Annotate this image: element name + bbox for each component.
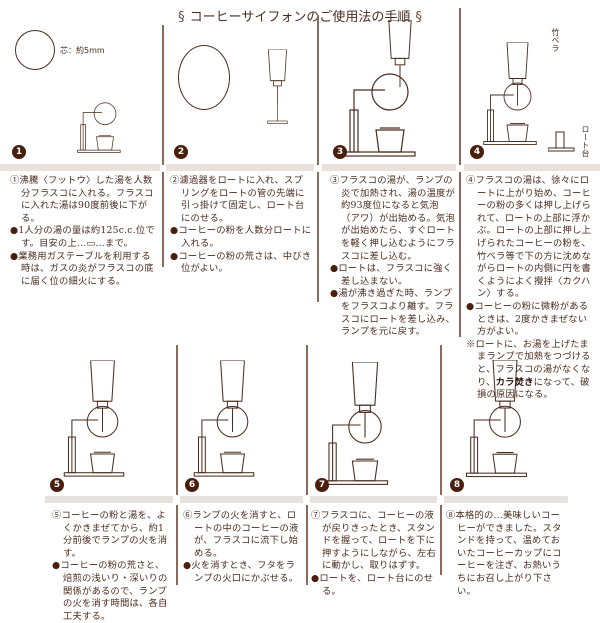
spatula-label: 竹ベラ bbox=[551, 28, 560, 52]
step-bullet: コーヒーの粉に微粉があるときは、2度かきまぜない方がよい。 bbox=[474, 300, 589, 338]
divider bbox=[440, 505, 442, 575]
pouring-coffee-illustration bbox=[455, 360, 555, 480]
divider bbox=[306, 345, 308, 495]
step-bullet: 火を消すとき、フタをランプの火口にかぶせる。 bbox=[191, 560, 299, 584]
divider bbox=[162, 25, 164, 165]
step-bullet: コーヒーの粉の荒さと、焙煎の浅いり・深いりの関係があるので、ランプの火を消す時間… bbox=[60, 560, 168, 622]
step-bullet: 業務用ガステーブルを利用する時は、ガスの炎がフラスコの底に届く位の細火にする。 bbox=[18, 250, 154, 287]
step-bullet: コーヒーの粉の荒さは、中びき位がよい。 bbox=[178, 250, 312, 275]
step-6-text: ⑥ランプの火を消すと、ロートの中のコーヒーの液が、フラスコに流下し始める。火を消… bbox=[183, 510, 301, 586]
step-number-badge: 4 bbox=[470, 145, 484, 159]
siphon-stirring-illustration bbox=[480, 30, 555, 160]
band bbox=[464, 164, 600, 171]
divider bbox=[440, 345, 442, 495]
step-bullet: ロートは、フラスコに強く差し込まない。 bbox=[338, 263, 453, 287]
step-main-text: ④フラスコの湯は、徐々にロートに上がり始め、コーヒーの粉の多くは押し上げられて、… bbox=[466, 175, 591, 300]
siphon-illustration bbox=[60, 350, 145, 490]
band bbox=[444, 496, 568, 503]
step-number-badge: 1 bbox=[12, 145, 26, 159]
funnel-stand-illustration bbox=[547, 130, 578, 152]
wick-label: 芯：約5mm bbox=[60, 46, 105, 55]
step-main-text: ②濾過器をロートに入れ、スプリングをロートの管の先端に引っ掛けて固定し、ロート台… bbox=[170, 175, 305, 224]
step-8-text: ⑧本格的の…美味しいコーヒーができました。スタンドを持って、温めておいたコーヒー… bbox=[446, 510, 566, 598]
step-1-text: ①沸騰〈フットウ〉した湯を人数分フラスコに入れる。フラスコに入れた湯は90度前後… bbox=[10, 175, 155, 288]
step-number-badge: 3 bbox=[333, 145, 347, 159]
band bbox=[310, 496, 437, 503]
siphon-symbol-icon: § bbox=[415, 10, 422, 25]
funnel-illustration bbox=[245, 30, 310, 160]
page-title: § コーヒーサイフォンのご使用法の手順 § bbox=[0, 6, 600, 25]
note-text: ※ロートに、お湯を上げたままランプで加熱をつづけると、フラスコの湯がなくなり、 bbox=[466, 338, 591, 388]
step-7-text: ⑦フラスコに、コーヒーの液が戻りきったとき、スタンドを握って、ロートを下に押すよ… bbox=[311, 510, 437, 598]
step-number-badge: 7 bbox=[315, 478, 329, 492]
band bbox=[322, 164, 456, 171]
band bbox=[166, 164, 314, 171]
band bbox=[45, 496, 173, 503]
siphon-removal-illustration bbox=[320, 360, 410, 490]
step-number-badge: 5 bbox=[50, 478, 64, 492]
step-bullet: コーヒーの粉を人数分ロートに入れる。 bbox=[178, 225, 312, 249]
step-main-text: ⑥ランプの火を消すと、ロートの中のコーヒーの液が、フラスコに流下し始める。 bbox=[183, 510, 299, 559]
band bbox=[180, 496, 303, 503]
step-bullet: 1人分の湯の量は約125c.c.位です。目安の上…▭…まで。 bbox=[18, 225, 155, 249]
divider bbox=[317, 172, 319, 302]
divider bbox=[317, 15, 319, 165]
siphon-symbol-icon: § bbox=[178, 10, 185, 25]
divider bbox=[162, 172, 164, 267]
note-emphasis: カラ焚き bbox=[495, 376, 534, 388]
siphon-illustration bbox=[65, 70, 145, 155]
funnel-stand-label: ロート台 bbox=[581, 125, 590, 157]
band bbox=[0, 164, 160, 171]
step-bullet: ロートを、ロート台にのせる。 bbox=[319, 572, 434, 597]
wick-detail-illustration bbox=[15, 30, 55, 70]
step-main-text: ⑤コーヒーの粉と湯を、よくかきまぜてから、約1分前後でランプの火を消す。 bbox=[52, 510, 168, 559]
step-number-badge: 2 bbox=[174, 145, 188, 159]
step-5-text: ⑤コーヒーの粉と湯を、よくかきまぜてから、約1分前後でランプの火を消す。コーヒー… bbox=[52, 510, 172, 623]
step-main-text: ⑧本格的の…美味しいコーヒーができました。スタンドを持って、温めておいたコーヒー… bbox=[446, 510, 562, 597]
step-3-text: ③フラスコの湯が、ランプの炎で加熱され、湯の温度が約93度位になると気泡（アワ）… bbox=[330, 175, 456, 339]
divider bbox=[459, 172, 461, 337]
title-text: コーヒーサイフォンのご使用法の手順 bbox=[189, 10, 411, 25]
divider bbox=[176, 345, 178, 495]
divider bbox=[306, 505, 308, 585]
divider bbox=[459, 8, 461, 165]
step-bullet: 湯が沸き過ぎた時、ランプをフラスコより離す。フラスコにロートを差し込み、ランプを… bbox=[338, 288, 455, 338]
filter-detail-illustration bbox=[178, 45, 230, 110]
step-main-text: ③フラスコの湯が、ランプの炎で加熱され、湯の温度が約93度位になると気泡（アワ）… bbox=[330, 175, 456, 262]
siphon-illustration bbox=[190, 350, 275, 490]
step-main-text: ⑦フラスコに、コーヒーの液が戻りきったとき、スタンドを握って、ロートを下に押すよ… bbox=[311, 510, 436, 572]
step-number-badge: 6 bbox=[185, 478, 199, 492]
step-2-text: ②濾過器をロートに入れ、スプリングをロートの管の先端に引っ掛けて固定し、ロート台… bbox=[170, 175, 312, 276]
siphon-illustration bbox=[335, 20, 445, 160]
divider bbox=[176, 505, 178, 585]
step-main-text: ①沸騰〈フットウ〉した湯を人数分フラスコに入れる。フラスコに入れた湯は90度前後… bbox=[10, 175, 154, 224]
step-number-badge: 8 bbox=[450, 478, 464, 492]
